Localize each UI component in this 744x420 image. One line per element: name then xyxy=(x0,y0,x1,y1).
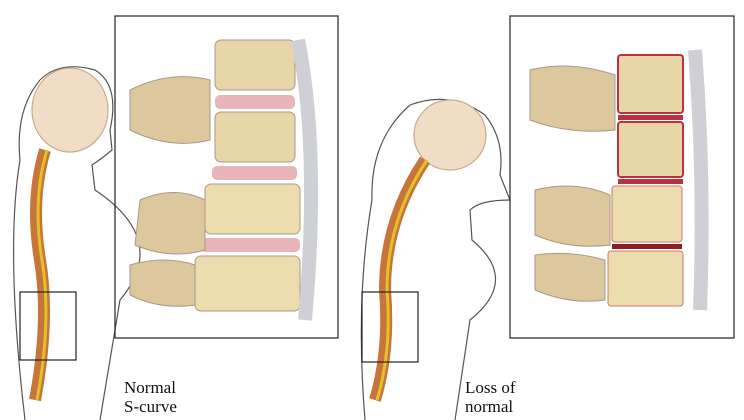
loss-curve-label: Loss of normal xyxy=(465,378,516,416)
curved-spine xyxy=(369,156,430,402)
normal-zoom-box xyxy=(19,291,77,361)
curved-zoom-box xyxy=(361,291,419,363)
normal-label-line2: S-curve xyxy=(124,397,177,416)
normal-spinal-cord xyxy=(35,149,49,401)
loss-label-line1: Loss of xyxy=(465,378,516,397)
normal-spine xyxy=(29,148,51,402)
normal-detail-frame xyxy=(114,15,339,339)
curved-spinal-cord xyxy=(375,159,429,401)
normal-vertebrae-detail xyxy=(129,38,319,321)
normal-curve-label: Normal S-curve xyxy=(124,378,177,416)
loss-label-line2: normal xyxy=(465,397,514,416)
normal-label-line1: Normal xyxy=(124,378,176,397)
degenerated-detail-frame xyxy=(509,15,735,339)
degenerated-vertebrae-detail xyxy=(529,49,709,311)
